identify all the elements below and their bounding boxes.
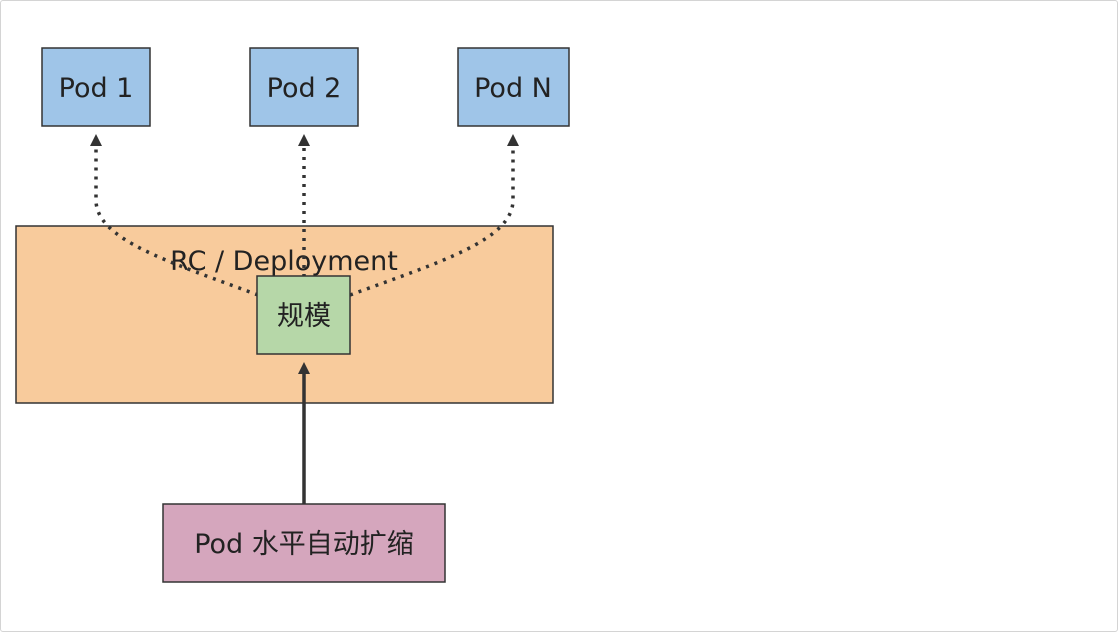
edge-scale-to-pod1 bbox=[90, 134, 259, 297]
pod-1-label: Pod 1 bbox=[59, 73, 134, 104]
pod-n-label: Pod N bbox=[474, 73, 552, 104]
edges bbox=[90, 134, 519, 504]
pod-2-label: Pod 2 bbox=[267, 73, 342, 104]
edge-scale-to-podN bbox=[349, 134, 519, 297]
node-pod-1: Pod 1 bbox=[41, 47, 151, 127]
node-scale: 规模 bbox=[256, 275, 351, 355]
hpa-label: Pod 水平自动扩缩 bbox=[194, 529, 414, 560]
pod-1-box bbox=[41, 47, 151, 127]
pod-2-box bbox=[249, 47, 359, 127]
cluster-label: RC / Deployment bbox=[170, 246, 398, 277]
scale-label: 规模 bbox=[277, 301, 331, 332]
node-pod-n: Pod N bbox=[457, 47, 570, 127]
pod-n-box bbox=[457, 47, 570, 127]
scale-box bbox=[256, 275, 351, 355]
node-hpa: Pod 水平自动扩缩 bbox=[162, 503, 446, 583]
hpa-box bbox=[162, 503, 446, 583]
node-pod-2: Pod 2 bbox=[249, 47, 359, 127]
